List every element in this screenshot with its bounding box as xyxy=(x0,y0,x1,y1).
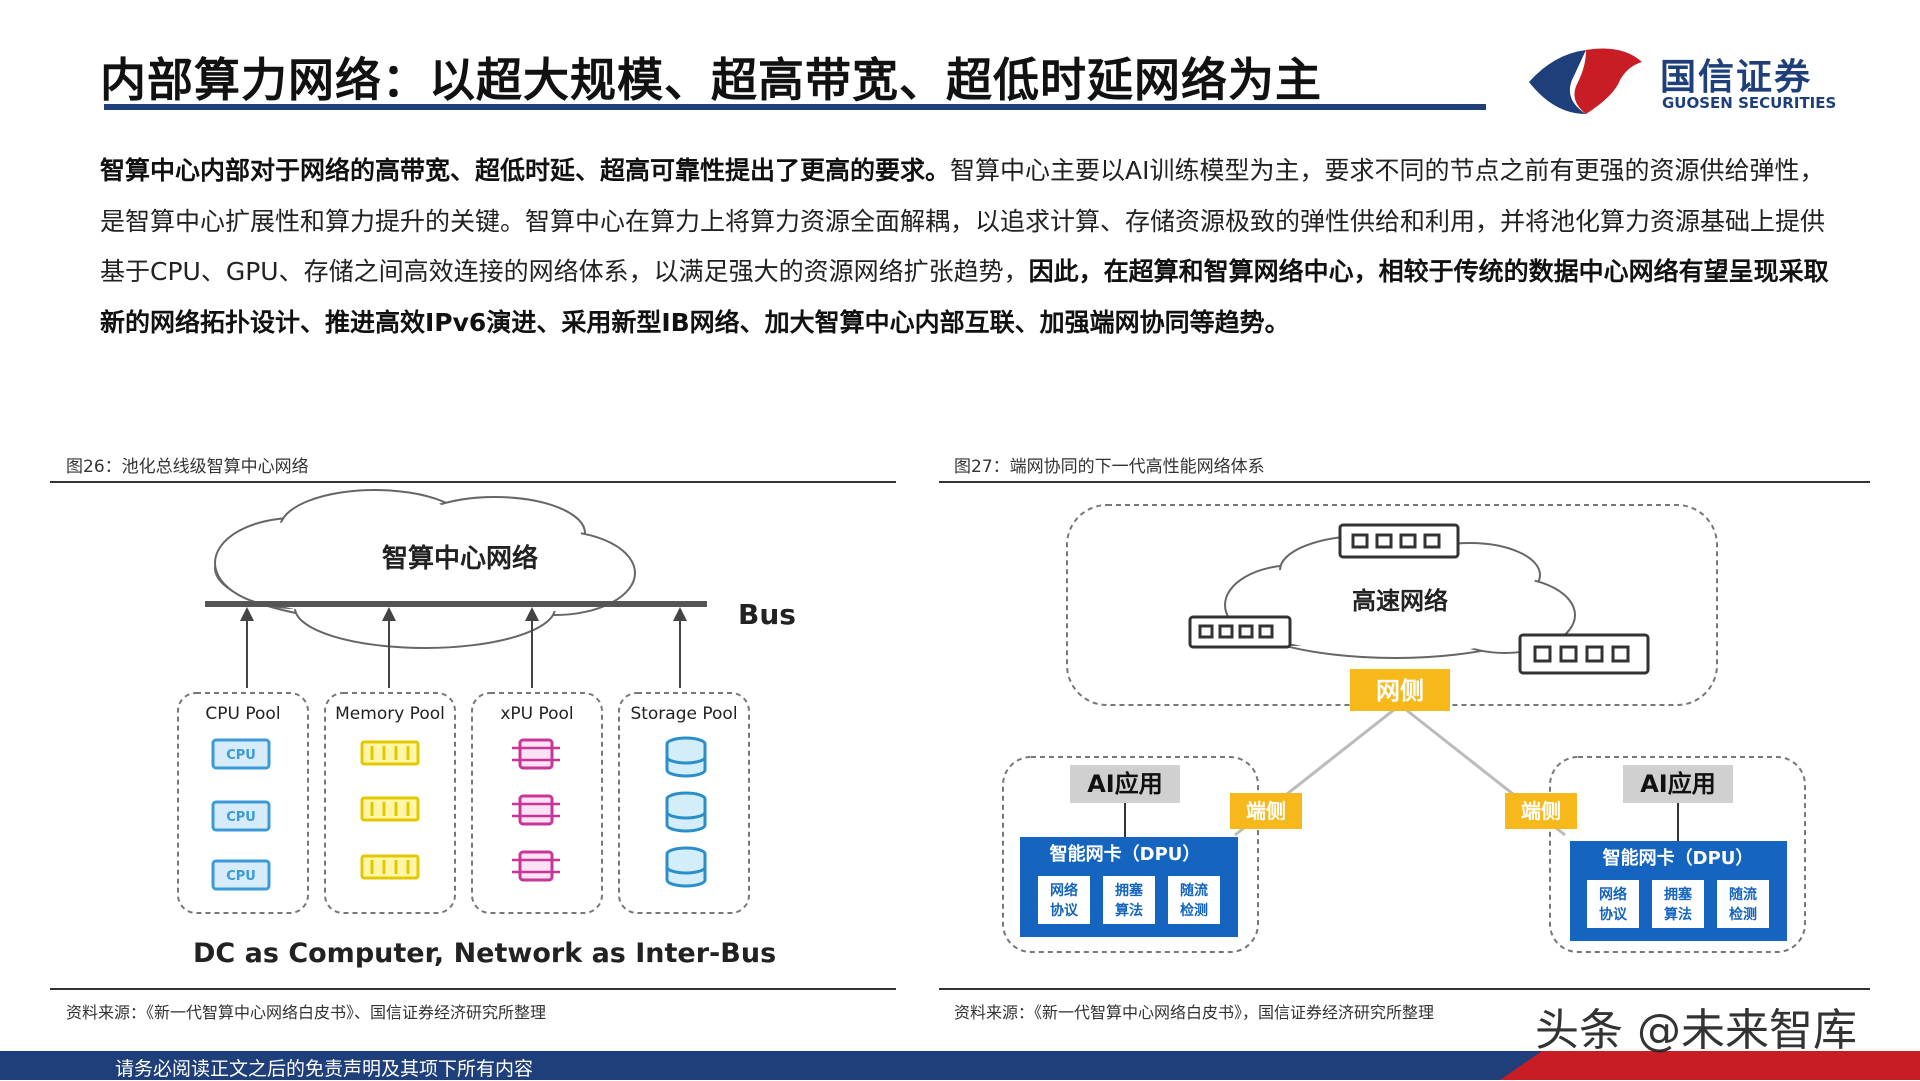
fig26-top-rule xyxy=(50,481,896,483)
fig27-top-rule xyxy=(939,481,1870,483)
svg-text:随流: 随流 xyxy=(1729,886,1757,903)
ai-app-label: AI应用 xyxy=(1640,770,1716,798)
storage-pool-label: Storage Pool xyxy=(630,704,737,724)
footer-disclaimer: 请务必阅读正文之后的免责声明及其项下所有内容 xyxy=(115,1058,534,1080)
dpu-label: 智能网卡（DPU） xyxy=(1603,847,1754,869)
fig26-bus-line xyxy=(205,601,707,607)
svg-text:算法: 算法 xyxy=(1664,906,1692,923)
cpu-chip-icon: CPU xyxy=(211,859,271,891)
logo-en-text: GUOSEN SECURITIES xyxy=(1662,94,1837,112)
fig27-diagram: 高速网络 网侧 AI应用 智能网卡（DPU） 网络 协议 拥塞 算法 随流 检测… xyxy=(1002,504,1806,953)
end-node-right: AI应用 智能网卡（DPU） 网络 协议 拥塞 算法 随流 检测 xyxy=(1549,756,1806,953)
fig27-bottom-rule xyxy=(939,988,1870,990)
svg-text:检测: 检测 xyxy=(1729,906,1757,923)
memory-pool-label: Memory Pool xyxy=(335,704,445,724)
fig27-source: 资料来源：《新一代智算中心网络白皮书》，国信证券经济研究所整理 xyxy=(954,1003,1435,1022)
logo-mark-icon xyxy=(1529,48,1642,114)
fig26-bottom-label: DC as Computer, Network as Inter-Bus xyxy=(193,938,776,969)
svg-text:CPU: CPU xyxy=(226,869,256,884)
svg-text:协议: 协议 xyxy=(1050,902,1079,919)
dpu-label: 智能网卡（DPU） xyxy=(1050,843,1201,865)
fig27-cloud-label: 高速网络 xyxy=(1352,587,1448,615)
svg-text:算法: 算法 xyxy=(1115,902,1143,919)
fig26-cloud-label: 智算中心网络 xyxy=(382,543,538,574)
end-side-label: 端侧 xyxy=(1246,799,1286,823)
fig26-source: 资料来源：《新一代智算中心网络白皮书》、国信证券经济研究所整理 xyxy=(66,1003,547,1022)
fig27-caption: 图27：端网协同的下一代高性能网络体系 xyxy=(954,457,1265,477)
xpu-pool: xPU Pool xyxy=(471,692,603,914)
module-label: 随流 xyxy=(1180,882,1208,899)
watermark: 头条 @未来智库 xyxy=(1535,1005,1857,1056)
cpu-pool-label: CPU Pool xyxy=(205,704,280,724)
fig26-diagram: 智算中心网络 Bus CPU Pool CPU CPU CPU Memory P… xyxy=(177,489,796,969)
body-paragraph: 智算中心内部对于网络的高带宽、超低时延、超高可靠性提出了更高的要求。智算中心主要… xyxy=(100,146,1830,348)
body-normal-text: 智算中心主要以AI训练模型为主，要求不同的节点之前有更强的资源供给弹性，是智算中… xyxy=(100,156,1826,286)
switch-icon xyxy=(1338,523,1460,559)
end-side-label: 端侧 xyxy=(1521,799,1561,823)
end-side-badge-right xyxy=(1505,793,1577,829)
cpu-chip-icon: CPU xyxy=(211,738,271,770)
storage-pool: Storage Pool xyxy=(618,692,750,914)
net-side-badge xyxy=(1350,669,1450,711)
cpu-pool: CPU Pool CPU CPU CPU xyxy=(177,692,309,914)
svg-text:协议: 协议 xyxy=(1599,906,1628,923)
xpu-pool-label: xPU Pool xyxy=(500,704,573,724)
switch-icon xyxy=(1518,633,1650,675)
footer-accent xyxy=(1500,1051,1920,1080)
module-label: 拥塞 xyxy=(1115,882,1144,899)
memory-pool: Memory Pool xyxy=(324,692,456,914)
title-underline xyxy=(104,104,1486,110)
svg-text:网络: 网络 xyxy=(1599,886,1627,903)
svg-text:拥塞: 拥塞 xyxy=(1664,886,1693,903)
svg-text:CPU: CPU xyxy=(226,810,256,825)
switch-icon xyxy=(1188,615,1292,649)
logo-cn-text: 国信证券 xyxy=(1660,57,1813,98)
memory-module-icon xyxy=(360,740,420,880)
end-side-badge-left xyxy=(1230,793,1302,829)
svg-text:检测: 检测 xyxy=(1180,902,1208,919)
net-side-label: 网侧 xyxy=(1376,677,1424,705)
fig26-bus-label: Bus xyxy=(738,598,796,631)
cpu-chip-icon: CPU xyxy=(211,800,271,832)
database-icon xyxy=(665,736,707,888)
page-title: 内部算力网络：以超大规模、超高带宽、超低时延网络为主 xyxy=(100,53,1322,107)
body-bold-conclusion: 因此，在超算和智算网络中心，相较于传统的数据中心网络有望呈现采取新的网络拓扑设计… xyxy=(100,257,1829,337)
fig26-bottom-rule xyxy=(50,988,896,990)
module-label: 网络 xyxy=(1050,882,1078,899)
ai-app-label: AI应用 xyxy=(1087,770,1163,798)
body-bold-lead: 智算中心内部对于网络的高带宽、超低时延、超高可靠性提出了更高的要求。 xyxy=(100,156,951,185)
end-node-left: AI应用 智能网卡（DPU） 网络 协议 拥塞 算法 随流 检测 xyxy=(1002,756,1259,953)
guosen-logo: 国信证券 GUOSEN SECURITIES xyxy=(1524,42,1884,122)
fig26-caption: 图26：池化总线级智算中心网络 xyxy=(66,457,309,477)
svg-text:CPU: CPU xyxy=(226,748,256,763)
